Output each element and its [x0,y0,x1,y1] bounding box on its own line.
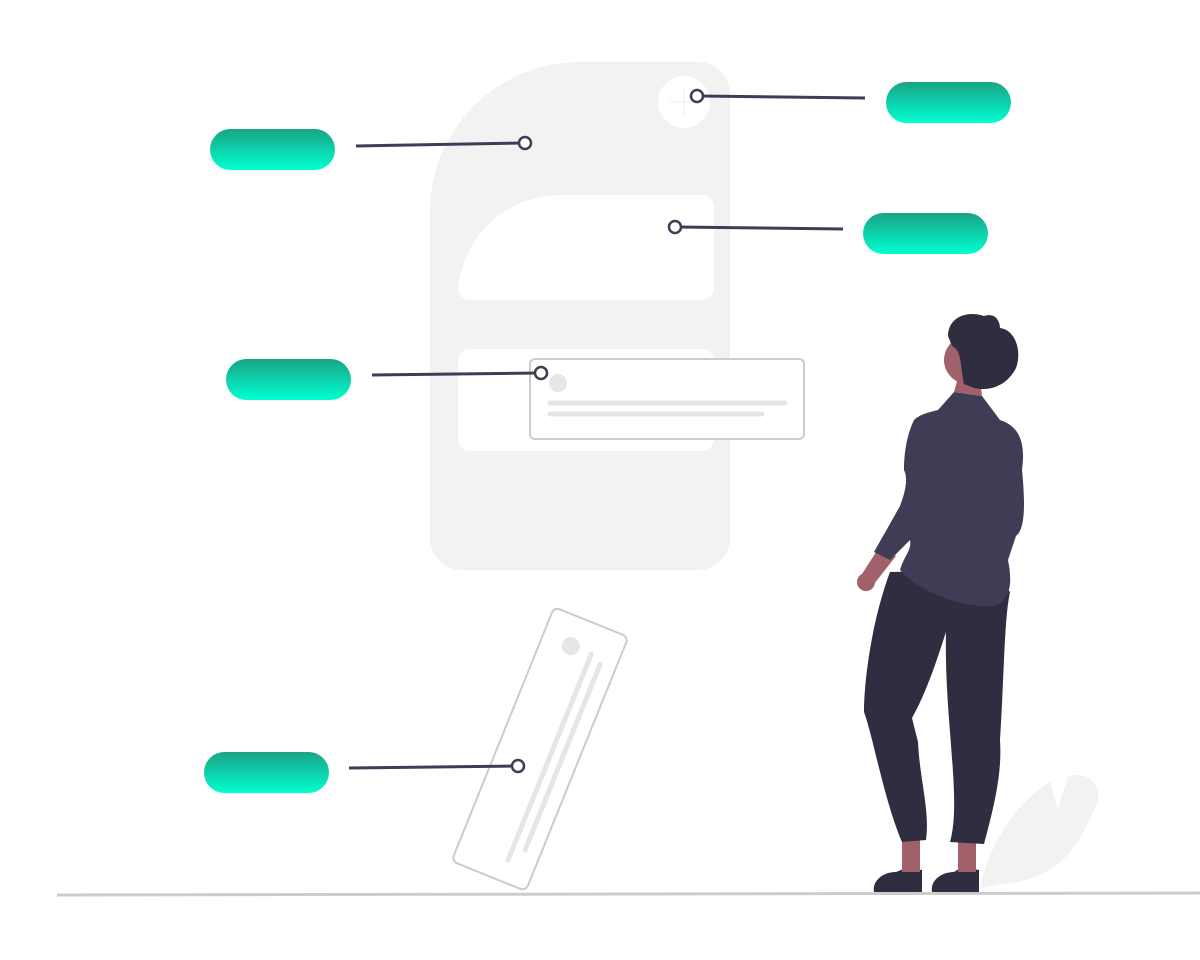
floating-card [529,358,805,440]
connector-line-card [371,371,539,377]
phone-mockup [430,62,730,570]
connector-line-header [355,141,523,148]
connector-dot [517,135,533,151]
connector-dot [533,365,549,381]
person-figure [857,314,1024,892]
person-shoe-right [931,867,979,892]
connector-line-leaning [348,764,516,770]
connector-line-hero [676,225,844,231]
person-hair [948,314,1019,390]
connector-dot [667,219,683,235]
connector-lines [348,94,866,770]
label-pill-hero [863,213,988,254]
connector-line-add [698,94,866,100]
person-pants [864,570,1010,844]
label-pill-leaning [204,752,329,793]
hero-panel [458,195,714,300]
person-shirt [874,392,1024,607]
ground-line [56,891,1200,897]
leaning-card [452,607,628,891]
leaning-card-frame [452,607,628,891]
floating-card-frame [529,358,805,440]
connector-dot [510,758,526,774]
leaf-plant [980,774,1099,888]
label-pill-header [210,129,335,170]
person-ankle-left [902,838,920,872]
leaning-card-line-2 [522,661,603,853]
floating-card-avatar [549,374,567,392]
label-pill-add [886,82,1011,123]
person-ankle-right [958,838,976,872]
label-pills [204,82,1011,793]
connector-dots [510,88,705,774]
person-shoe-left [873,868,922,892]
leaning-card-line-1 [505,651,594,863]
label-pill-card [226,359,351,400]
connector-dot [689,88,705,104]
add-button[interactable] [658,76,710,128]
leaning-card-avatar [561,637,580,656]
